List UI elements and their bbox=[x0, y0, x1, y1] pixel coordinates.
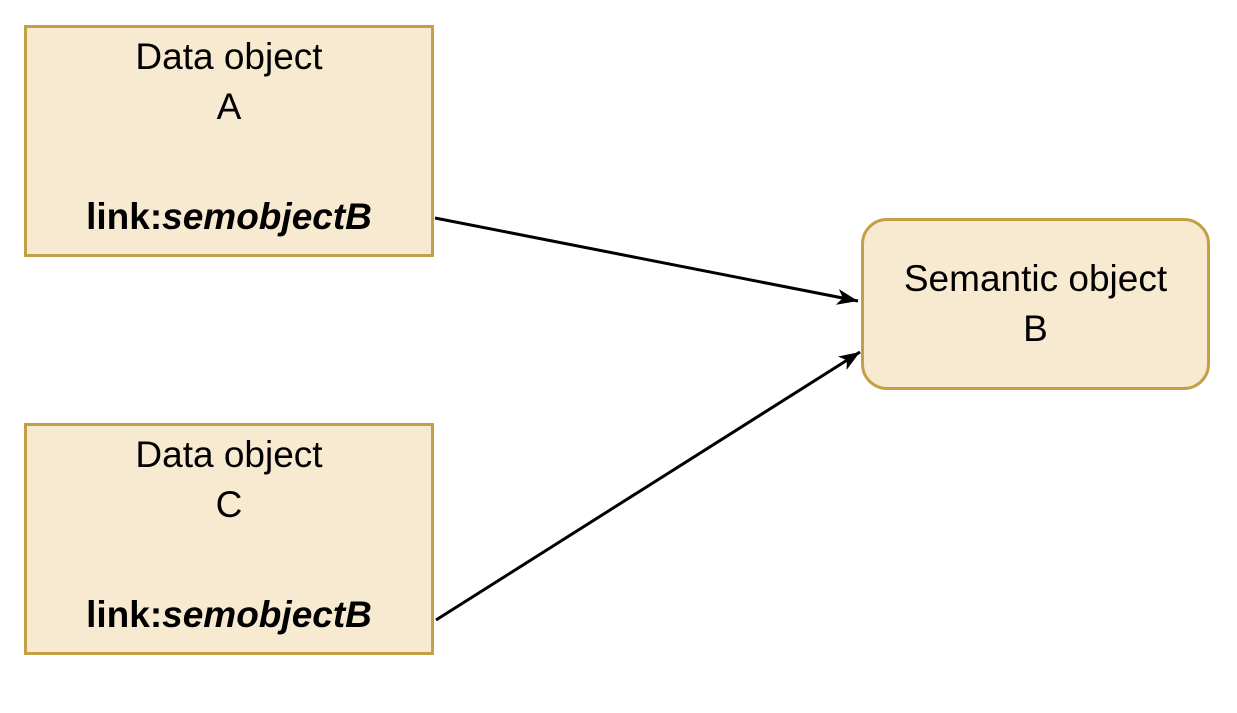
node-b-title: Semantic object B bbox=[864, 254, 1207, 354]
node-a-title-line2: A bbox=[216, 86, 242, 127]
node-c-link-target: semobjectB bbox=[162, 594, 372, 635]
node-a-title-line1: Data object bbox=[135, 36, 323, 77]
node-a-title: Data object A bbox=[27, 28, 431, 132]
node-data-object-a[interactable]: Data object A link:semobjectB bbox=[24, 25, 434, 257]
node-a-link-target: semobjectB bbox=[162, 196, 372, 237]
node-a-link-prefix: link: bbox=[86, 196, 163, 237]
node-c-title-line1: Data object bbox=[135, 434, 323, 475]
node-c-link-label: link:semobjectB bbox=[27, 590, 431, 640]
node-b-title-line2: B bbox=[1023, 308, 1048, 349]
node-semantic-object-b[interactable]: Semantic object B bbox=[861, 218, 1210, 390]
edge-c-to-b bbox=[435, 350, 861, 622]
node-data-object-c[interactable]: Data object C link:semobjectB bbox=[24, 423, 434, 655]
node-c-title-line2: C bbox=[215, 484, 243, 525]
edge-a-to-b bbox=[434, 216, 859, 305]
node-c-link-prefix: link: bbox=[86, 594, 163, 635]
node-b-title-line1: Semantic object bbox=[903, 258, 1168, 299]
node-a-link-label: link:semobjectB bbox=[27, 192, 431, 242]
node-c-title: Data object C bbox=[27, 426, 431, 530]
